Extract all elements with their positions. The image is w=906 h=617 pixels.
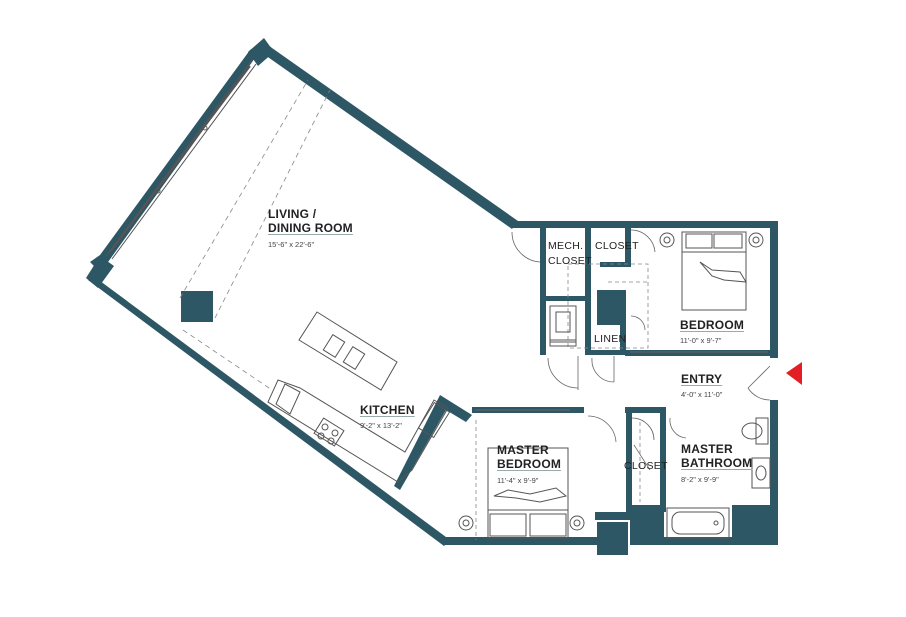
sink-icon <box>751 457 771 489</box>
wall-master-top-right <box>625 407 665 413</box>
toilet-icon <box>741 417 769 445</box>
wall-closet-top-right <box>625 228 631 263</box>
closet-master-label: CLOSET <box>624 460 668 472</box>
linen-label: LINEN <box>594 333 627 345</box>
kitchen-dims: 9'-2" x 13'-2" <box>360 421 402 430</box>
wall-east <box>770 221 778 358</box>
interior-windows <box>475 351 768 411</box>
bedroom-label: BEDROOM <box>680 318 745 332</box>
stove-icon <box>313 417 345 447</box>
bathtub-icon <box>666 507 730 539</box>
wall-southwest <box>88 278 450 546</box>
column-bottom <box>597 522 628 555</box>
wall-mech-left <box>540 228 546 354</box>
master-bedroom-label-line1: MASTER <box>497 443 549 457</box>
column-living <box>181 291 213 322</box>
column-linen <box>597 290 625 325</box>
living-room-dims: 15'-6" x 22'-6" <box>268 240 315 249</box>
kitchen-island <box>298 311 398 391</box>
column-left <box>86 256 114 288</box>
wall-north-bedroom <box>512 221 778 228</box>
mech-closet-label-line2: CLOSET <box>548 255 592 267</box>
wall-mech-closet-divider <box>585 228 591 354</box>
master-bathroom-dims: 8'-2" x 9'-9" <box>681 475 719 484</box>
wall-linen-right <box>620 290 626 352</box>
master-bedroom-label-line2: BEDROOM <box>497 457 562 471</box>
living-room-label-line2: DINING ROOM <box>268 221 353 235</box>
wall-mech-lower-left <box>540 340 546 355</box>
master-bathroom-label-line1: MASTER <box>681 442 733 456</box>
master-bed-icon <box>458 447 585 539</box>
wall-closet-top-bottom <box>600 262 631 267</box>
bed-icon <box>659 231 764 311</box>
wall-kitchen-peninsula <box>394 395 472 490</box>
master-bedroom-dims: 11'-4" x 9'-9" <box>497 476 539 485</box>
wall-closet-master-left <box>626 407 632 517</box>
doors <box>511 229 771 471</box>
west-window <box>105 59 257 260</box>
kitchen-label: KITCHEN <box>360 403 415 417</box>
mech-closet-label-line1: MECH. <box>548 240 584 252</box>
interior-walls <box>394 228 778 520</box>
ceiling-lines <box>179 79 331 391</box>
washer-dryer-icon <box>549 305 577 347</box>
exterior-walls <box>86 38 778 555</box>
column-top <box>248 38 274 66</box>
bedroom-dims: 11'-0" x 9'-7" <box>680 336 722 345</box>
wall-northeast <box>262 40 518 229</box>
wall-closet-master-bottom <box>595 512 632 520</box>
column-bath-left <box>630 505 664 545</box>
wall-bedroom-bottom <box>625 350 778 356</box>
closet-top-label: CLOSET <box>595 240 639 252</box>
master-bathroom-label-line2: BATHROOM <box>681 456 753 470</box>
entry-dims: 4'-0" x 11'-0" <box>681 390 723 399</box>
wall-linen-bottom <box>585 350 625 355</box>
closet-shelves <box>475 263 650 540</box>
column-bath-right <box>732 505 778 545</box>
wall-south-master <box>445 537 600 545</box>
entry-arrow-icon[interactable] <box>786 362 802 385</box>
wall-bath-left <box>660 407 666 512</box>
living-room-label-line1: LIVING / <box>268 207 317 221</box>
wall-west-window <box>90 44 265 268</box>
entry-label: ENTRY <box>681 372 723 386</box>
kitchen-counters <box>267 379 451 483</box>
wall-mech-bottom <box>540 296 590 301</box>
